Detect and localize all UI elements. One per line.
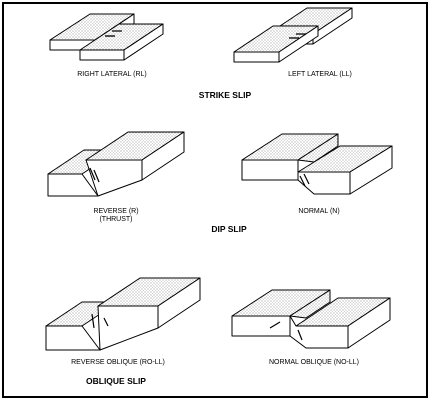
- reverse-oblique-label: REVERSE OBLIQUE (RO-LL): [71, 359, 165, 366]
- normal-oblique-label: NORMAL OBLIQUE (NO-LL): [269, 359, 359, 366]
- reverse-thrust-block: [47, 131, 185, 197]
- left-lateral-label: LEFT LATERAL (LL): [288, 71, 352, 78]
- reverse-label: REVERSE (R): [93, 208, 138, 215]
- right-lateral-block: [49, 13, 164, 61]
- oblique-slip-title: OBLIQUE SLIP: [86, 376, 146, 386]
- normal-oblique-block: [231, 289, 391, 349]
- dip-slip-title: DIP SLIP: [211, 224, 247, 234]
- reverse-oblique-block: [45, 277, 201, 351]
- left-lateral-block: [233, 7, 353, 63]
- normal-block: [241, 133, 393, 195]
- right-lateral-label: RIGHT LATERAL (RL): [77, 71, 147, 78]
- normal-label: NORMAL (N): [298, 208, 339, 215]
- thrust-label: (THRUST): [99, 216, 132, 223]
- strike-slip-title: STRIKE SLIP: [199, 90, 252, 100]
